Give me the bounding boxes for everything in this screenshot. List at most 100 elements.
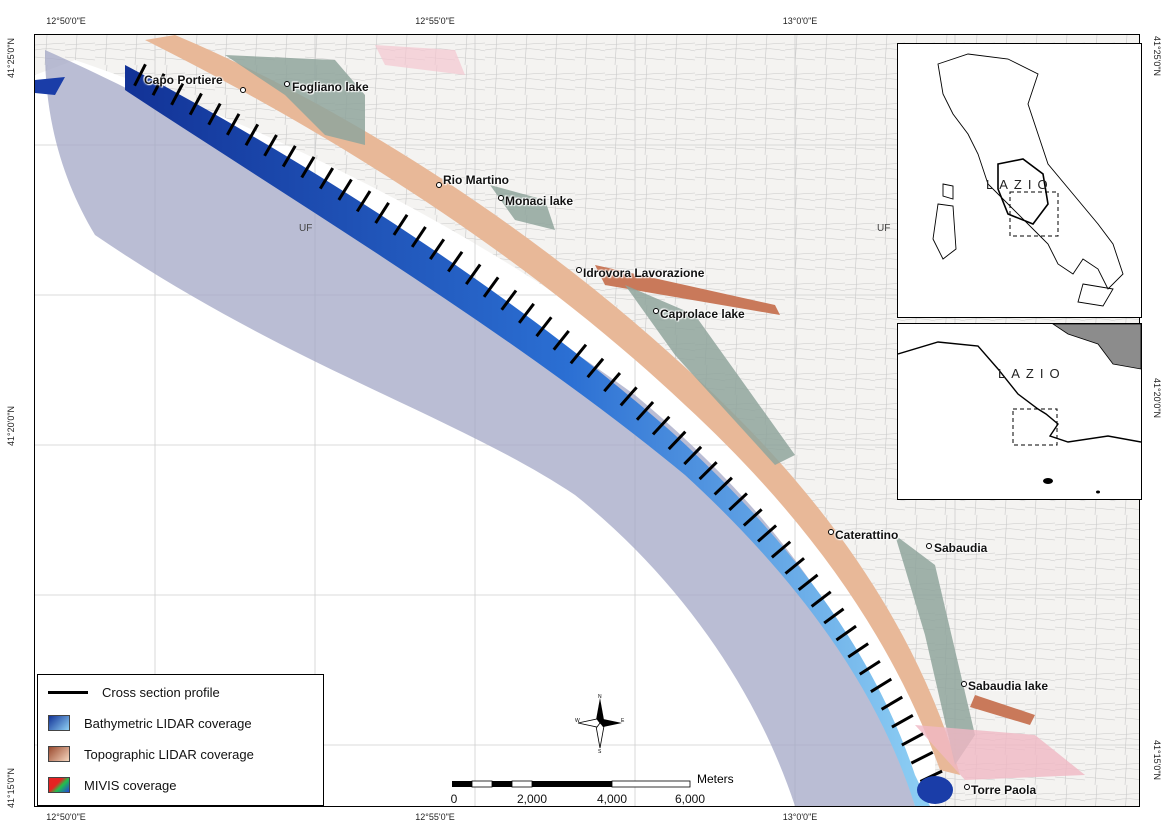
cross-section-profiles	[133, 63, 943, 783]
cross-section-profile	[355, 190, 372, 213]
coord-bottom-2: 12°55'0"E	[415, 812, 455, 822]
coord-right-1: 41°25'0"N	[1152, 36, 1162, 77]
mivis-pink-patch-2	[375, 45, 465, 75]
legend-row-cross-section: Cross section profile	[48, 685, 220, 700]
cross-section-profile	[667, 430, 687, 451]
idrovora-lavorazione-dot[interactable]	[576, 267, 582, 273]
coord-left-2: 41°20'0"N	[6, 405, 16, 446]
cross-section-profile	[410, 226, 427, 248]
place-capo-portiere[interactable]: Capo Portiere	[144, 73, 223, 87]
rio-martino-dot[interactable]	[436, 182, 442, 188]
cross-section-profile	[552, 329, 570, 351]
legend-row-mivis: MIVIS coverage	[48, 777, 177, 793]
coord-left-1: 41°25'0"N	[6, 37, 16, 78]
cross-section-profile	[619, 386, 638, 407]
compass-e: E	[621, 718, 625, 724]
cross-section-profile	[374, 202, 390, 224]
cross-section-profile	[910, 750, 934, 765]
uf-label-left: UF	[299, 223, 313, 234]
scale-tick-0: 0	[450, 792, 458, 806]
topo-channel	[595, 265, 780, 315]
place-rio-martino[interactable]: Rio Martino	[443, 173, 509, 187]
place-caprolace-lake[interactable]: Caprolace lake	[660, 307, 745, 321]
scale-unit: Meters	[697, 772, 734, 786]
cross-section-profile	[603, 371, 622, 393]
coord-bottom-3: 13°0'0"E	[782, 812, 818, 822]
cross-section-profile	[651, 415, 671, 436]
coord-right-3: 41°15'0"N	[1152, 740, 1162, 781]
cross-section-profile	[810, 590, 832, 608]
scale-bar-graphic	[452, 780, 691, 788]
cross-section-profile	[835, 624, 857, 642]
inset-lazio-map[interactable]: LAZIO	[897, 323, 1142, 500]
coord-left-3: 41°15'0"N	[6, 767, 16, 808]
cross-section-profile	[500, 289, 518, 311]
coord-bottom-1: 12°50'0"E	[46, 812, 86, 822]
italy-outline	[932, 53, 1124, 307]
place-sabaudia-lake[interactable]: Sabaudia lake	[968, 679, 1049, 693]
caprolace-lake-shape	[625, 285, 795, 465]
topo-channel-2	[970, 695, 1035, 725]
coord-top-1: 12°50'0"E	[46, 16, 86, 26]
cross-section-profile	[784, 557, 805, 575]
cross-section-profile	[891, 713, 914, 729]
mivis-coverage	[45, 50, 915, 806]
scale-tick-6000: 6,000	[674, 792, 706, 806]
capo-portiere-dot[interactable]	[240, 87, 246, 93]
cross-section-profile	[569, 343, 588, 365]
scale-bar: Meters 0 2,000 4,000 6,000	[451, 772, 734, 806]
fogliano-lake-dot[interactable]	[284, 81, 290, 87]
legend-row-topographic: Topographic LIDAR coverage	[48, 746, 254, 762]
caprolace-lake-dot[interactable]	[653, 308, 659, 314]
sabaudia-lake-dot[interactable]	[961, 681, 967, 687]
cross-section-profile	[465, 263, 482, 285]
cross-section-profile	[797, 573, 819, 592]
cross-section-profile	[880, 695, 904, 711]
compass-rose-icon: N S W E	[575, 694, 625, 753]
cross-section-profile	[319, 167, 335, 190]
place-fogliano-lake[interactable]: Fogliano lake	[292, 80, 369, 94]
bathymetric-fragment	[35, 77, 65, 95]
uf-label-right: UF	[877, 223, 891, 234]
cross-section-profile	[429, 238, 446, 260]
inset-lazio-label: LAZIO	[998, 366, 1066, 381]
bathymetric-coverage	[125, 65, 930, 806]
topographic-swatch	[48, 746, 70, 762]
coord-top-2: 12°55'0"E	[415, 16, 455, 26]
inset-italy-map[interactable]: LAZIO	[897, 43, 1142, 318]
inset-italy-label: LAZIO	[986, 177, 1054, 192]
place-sabaudia[interactable]: Sabaudia	[934, 541, 988, 555]
place-monaci-lake[interactable]: Monaci lake	[505, 194, 574, 208]
lazio-outline	[898, 324, 1141, 494]
place-idrovora-lavorazione[interactable]: Idrovora Lavorazione	[583, 266, 705, 280]
compass-s: S	[598, 749, 602, 753]
cross-section-profile	[281, 145, 297, 168]
cross-section-profile	[337, 178, 353, 201]
cross-section-swatch	[48, 691, 88, 694]
cross-section-profile	[858, 659, 881, 676]
fogliano-lake-shape	[225, 55, 365, 145]
cross-section-profile	[770, 540, 792, 559]
cross-section-profile	[244, 123, 260, 146]
cross-section-profile	[823, 607, 845, 625]
monaci-lake-shape	[490, 185, 555, 230]
sabaudia-dot[interactable]	[926, 543, 932, 549]
compass-w: W	[575, 718, 580, 724]
cross-section-profile	[188, 92, 203, 116]
cross-section-profile	[683, 445, 703, 466]
torre-paola-dot[interactable]	[964, 784, 970, 790]
cross-section-profile	[586, 357, 605, 379]
cross-section-profile	[742, 508, 763, 527]
legend-row-bathymetric: Bathymetric LIDAR coverage	[48, 715, 252, 731]
cross-section-profile	[847, 642, 869, 659]
bathymetric-swatch	[48, 715, 70, 731]
scale-tick-2000: 2,000	[516, 792, 548, 806]
sabaudia-lake-shape	[895, 535, 975, 765]
place-torre-paola[interactable]: Torre Paola	[971, 783, 1037, 797]
cross-section-profile	[151, 73, 166, 96]
place-caterattino[interactable]: Caterattino	[835, 528, 899, 542]
caterattino-dot[interactable]	[828, 529, 834, 535]
monaci-lake-dot[interactable]	[498, 195, 504, 201]
cross-section-profile	[133, 63, 147, 87]
cross-section-profile	[300, 156, 316, 179]
